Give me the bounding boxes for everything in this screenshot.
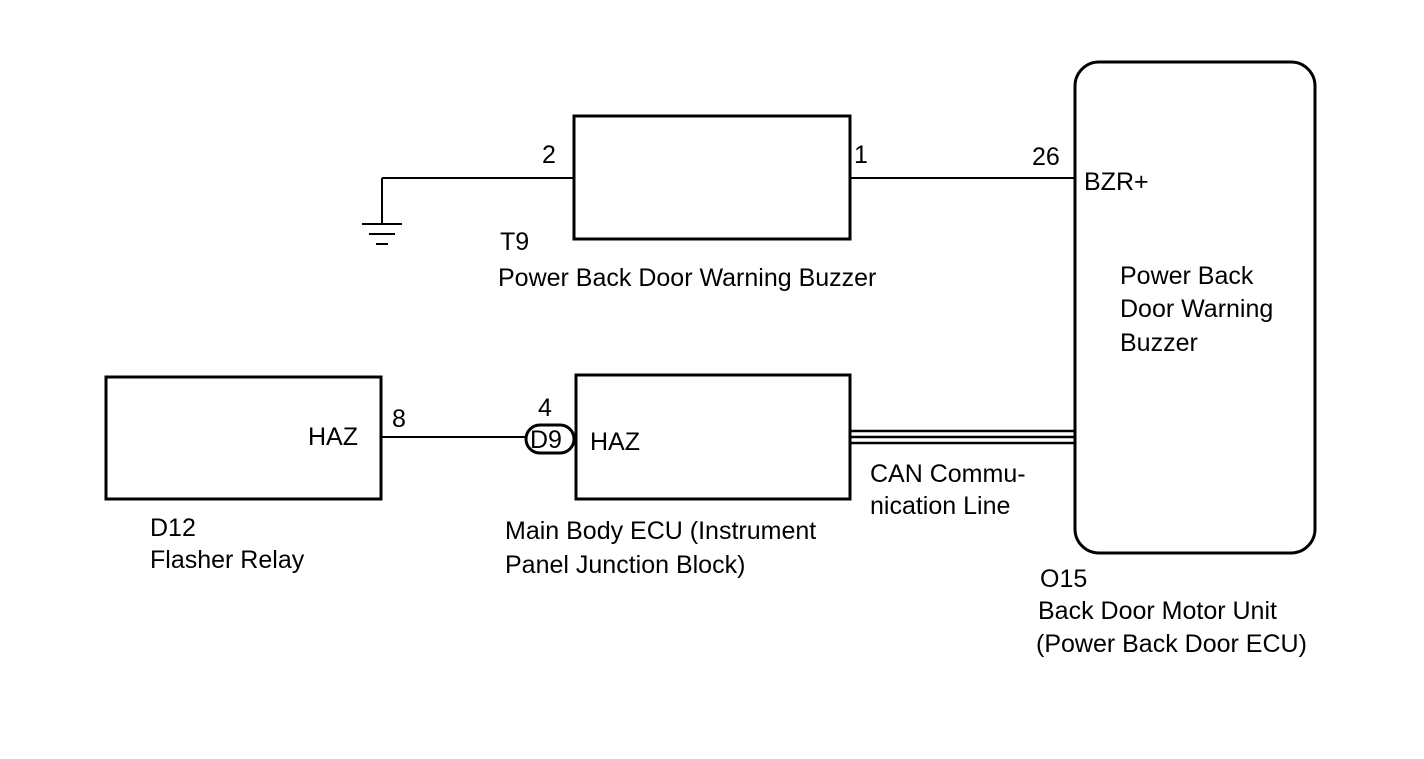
can-bus-lines — [850, 429, 1075, 445]
junction-connector-oval — [524, 423, 576, 455]
ecu-inner-line1: Power Back — [1120, 262, 1254, 290]
main-body-name-line2: Panel Junction Block) — [505, 551, 745, 579]
flasher-pin: 8 — [392, 405, 406, 433]
flasher-terminal: HAZ — [308, 423, 358, 451]
buzzer-connector: T9 — [500, 228, 529, 256]
ecu-name-line1: Back Door Motor Unit — [1038, 597, 1277, 625]
main-body-name-line1: Main Body ECU (Instrument — [505, 517, 816, 545]
flasher-connector: D12 — [150, 514, 196, 542]
ground-icon — [362, 178, 402, 245]
can-label-line2: nication Line — [870, 492, 1010, 520]
main-body-pin: 4 — [538, 394, 552, 422]
buzzer-pin-left: 2 — [542, 141, 556, 169]
flasher-name: Flasher Relay — [150, 546, 305, 574]
ecu-pin: 26 — [1032, 143, 1060, 171]
ecu-terminal: BZR+ — [1084, 168, 1149, 196]
junction-connector-label: D9 — [530, 426, 562, 454]
main-body-ecu-box — [574, 373, 852, 501]
buzzer-name: Power Back Door Warning Buzzer — [498, 264, 876, 292]
buzzer-box — [572, 114, 852, 241]
ecu-inner-line2: Door Warning — [1120, 295, 1273, 323]
ecu-inner-line3: Buzzer — [1120, 329, 1198, 357]
back-door-ecu-box — [1073, 60, 1317, 555]
ecu-name-line2: (Power Back Door ECU) — [1036, 630, 1307, 658]
ecu-connector: O15 — [1040, 565, 1087, 593]
main-body-terminal: HAZ — [590, 428, 640, 456]
can-label-line1: CAN Commu- — [870, 460, 1026, 488]
buzzer-pin-right: 1 — [854, 141, 868, 169]
